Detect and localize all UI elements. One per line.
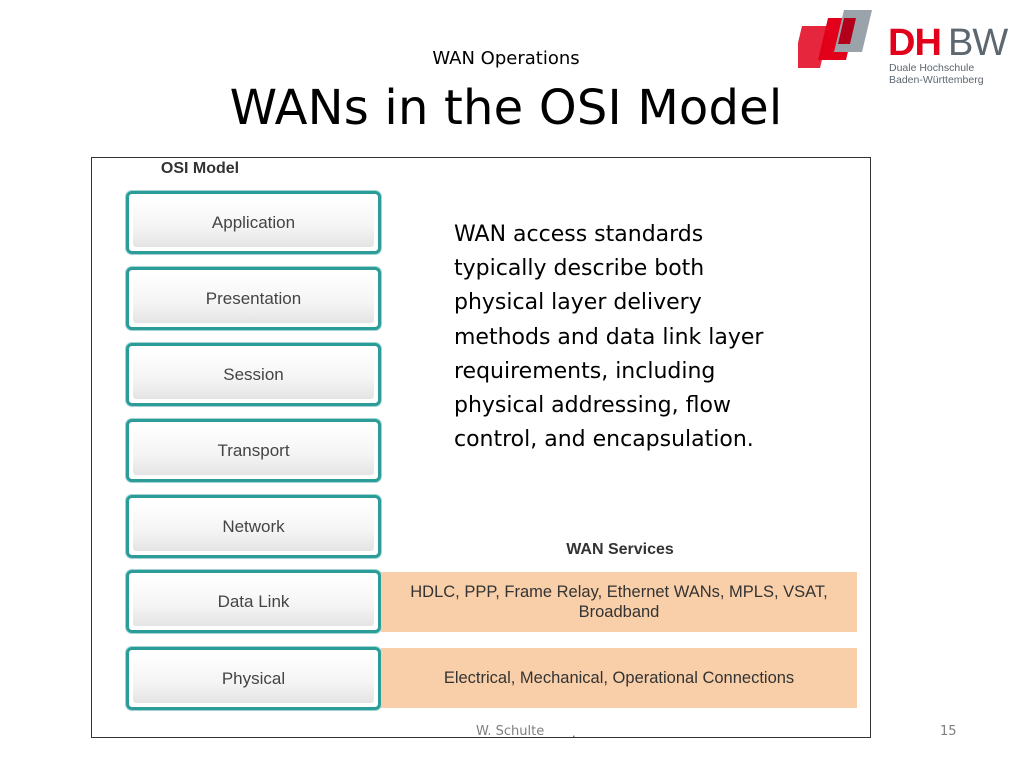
dhbw-logo-mark-icon xyxy=(798,10,872,68)
wan-service-physical: Electrical, Mechanical, Operational Conn… xyxy=(381,648,857,708)
layer-label: Application xyxy=(133,198,374,247)
osi-layer-session: Session xyxy=(126,343,381,406)
slide-title: WANs in the OSI Model xyxy=(229,80,783,136)
osi-layer-data-link: Data Link xyxy=(126,570,381,633)
dhbw-logo: DH BW Duale Hochschule Baden-Württemberg xyxy=(798,6,1018,86)
osi-layer-transport: Transport xyxy=(126,419,381,482)
wan-services-heading: WAN Services xyxy=(566,541,674,558)
logo-line-1: Duale Hochschule xyxy=(889,62,975,74)
layer-label: Transport xyxy=(133,426,374,475)
wan-service-data-link: HDLC, PPP, Frame Relay, Ethernet WANs, M… xyxy=(381,572,857,632)
logo-line-2: Baden-Württemberg xyxy=(889,74,984,86)
footer-dot: . xyxy=(572,725,576,740)
page-number: 15 xyxy=(940,724,957,739)
osi-model-heading: OSI Model xyxy=(160,160,240,177)
layer-label: Session xyxy=(133,350,374,399)
osi-layer-application: Application xyxy=(126,191,381,254)
footer-author: W. Schulte xyxy=(476,724,545,739)
slide-subtitle: WAN Operations xyxy=(432,48,580,69)
osi-layer-presentation: Presentation xyxy=(126,267,381,330)
layer-label: Presentation xyxy=(133,274,374,323)
layer-label: Physical xyxy=(133,654,374,703)
logo-bw-text: BW xyxy=(948,22,1008,64)
osi-layer-network: Network xyxy=(126,495,381,558)
osi-layer-physical: Physical xyxy=(126,647,381,710)
description-text: WAN access standards typically describe … xyxy=(454,222,764,453)
layer-label: Network xyxy=(133,502,374,551)
logo-dh-text: DH xyxy=(888,22,942,64)
layer-label: Data Link xyxy=(133,577,374,626)
